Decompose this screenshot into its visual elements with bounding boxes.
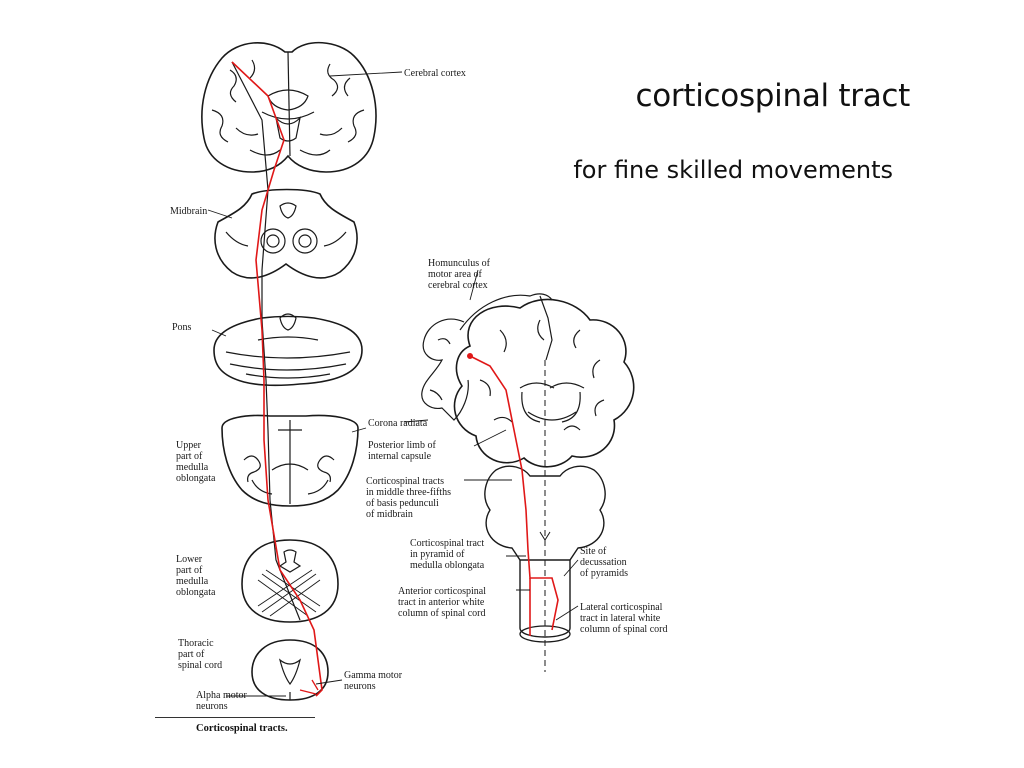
label-lateral-tract: Lateral corticospinal tract in lateral w…	[580, 602, 668, 635]
label-homunculus: Homunculus of motor area of cerebral cor…	[428, 258, 490, 291]
label-lower-medulla: Lower part of medulla oblongata	[176, 554, 216, 598]
figure-caption: Corticospinal tracts.	[196, 723, 288, 734]
thoracic-cord-section	[251, 639, 329, 701]
label-cerebral-cortex: Cerebral cortex	[404, 68, 466, 79]
label-pons: Pons	[172, 322, 192, 333]
caption-rule	[155, 717, 315, 718]
slide-subtitle: for fine skilled movements	[573, 156, 893, 184]
pons-section	[213, 313, 363, 387]
slide-title: corticospinal tract	[635, 78, 911, 114]
label-posterior-limb: Posterior limb of internal capsule	[368, 440, 436, 462]
label-gamma-motor: Gamma motor neurons	[344, 670, 403, 692]
lower-medulla-section	[241, 539, 339, 623]
label-corona-radiata: Corona radiata	[368, 418, 428, 429]
cerebrum-coronal-section	[201, 41, 377, 173]
homunculus-figure	[421, 293, 553, 421]
label-tracts-midbrain: Corticospinal tracts in middle three-fif…	[366, 476, 451, 520]
corticospinal-tract-line-left	[231, 61, 323, 697]
midbrain-section	[214, 188, 358, 279]
label-anterior-tract: Anterior corticospinal tract in anterior…	[398, 586, 487, 619]
label-midbrain: Midbrain	[170, 206, 208, 217]
upper-medulla-section	[221, 414, 359, 507]
label-alpha-motor: Alpha motor neurons	[196, 690, 247, 712]
brain-sagittal-section	[453, 298, 635, 672]
label-upper-medulla: Upper part of medulla oblongata	[176, 440, 216, 484]
label-decussation: Site of decussation of pyramids	[580, 546, 629, 579]
label-tract-pyramid: Corticospinal tract in pyramid of medull…	[410, 538, 485, 571]
label-thoracic-cord: Thoracic part of spinal cord	[178, 638, 223, 671]
corticospinal-tract-line-right	[469, 355, 559, 631]
